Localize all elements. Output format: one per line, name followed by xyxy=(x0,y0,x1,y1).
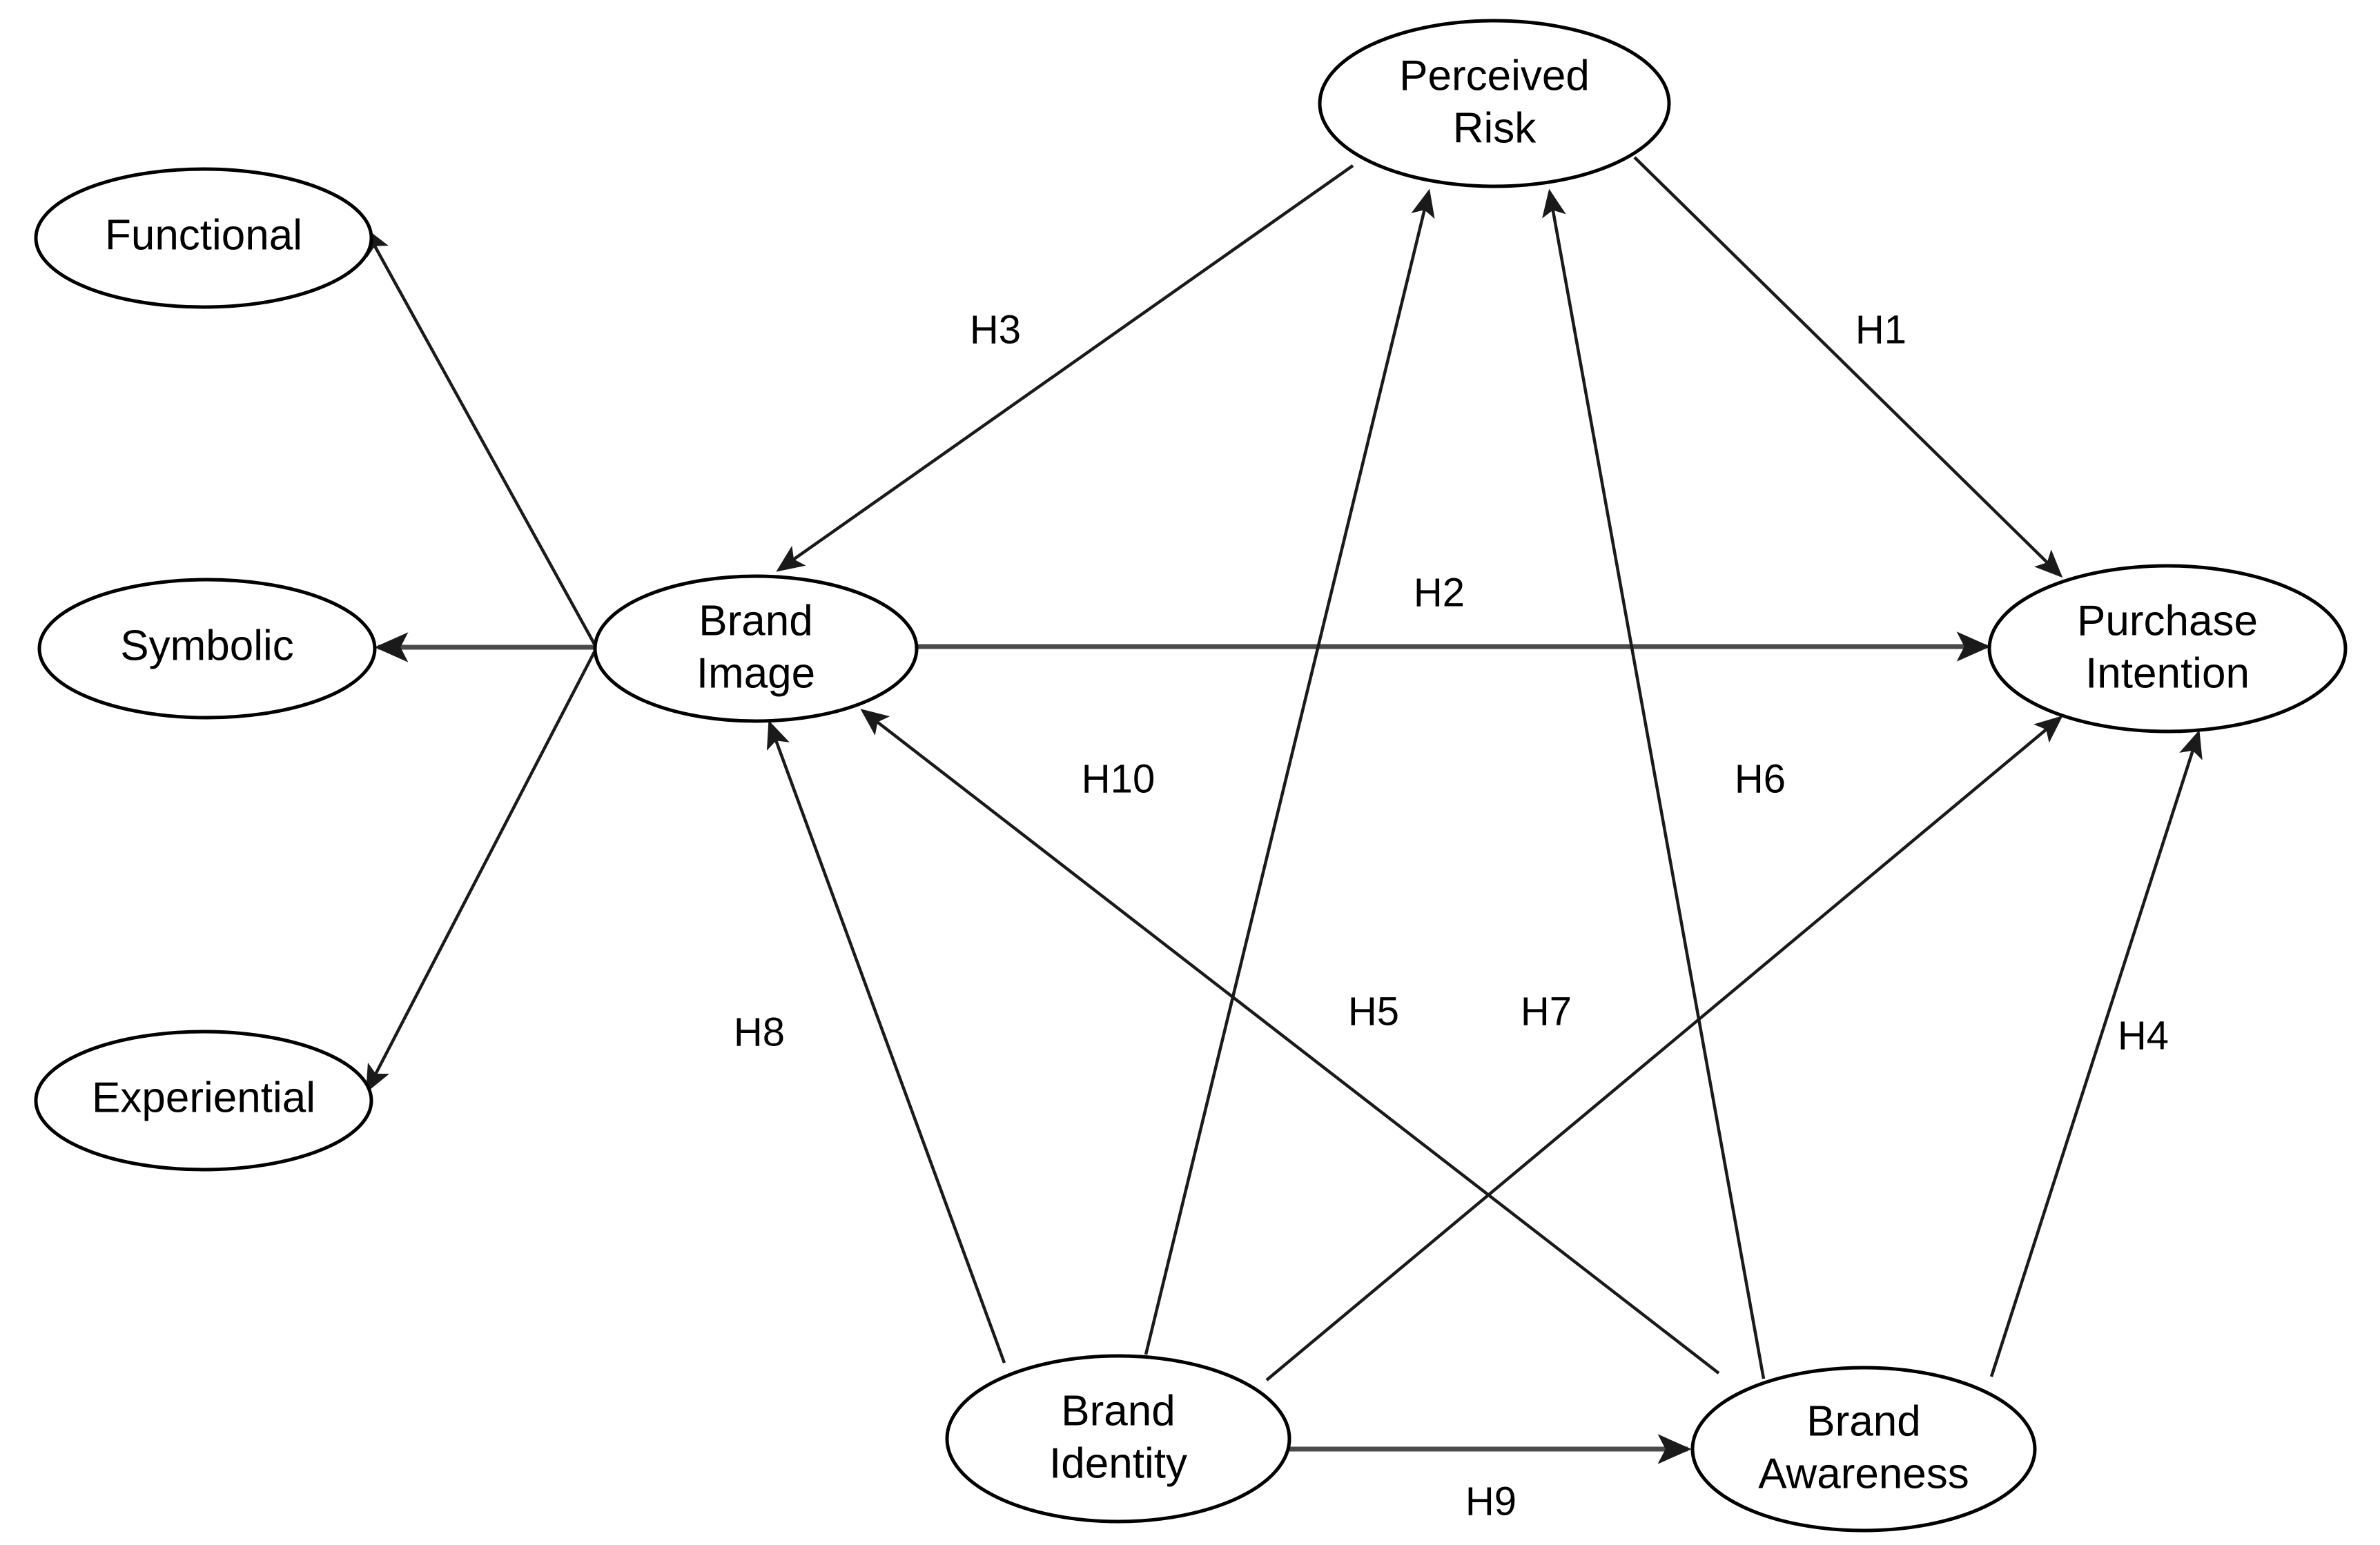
node-ellipse-functional xyxy=(34,167,373,309)
node-label-purchase-intention-line1: Purchase xyxy=(2077,597,2258,644)
e-identity-to-image xyxy=(766,720,1006,1364)
node-label-brand-awareness-line2: Awareness xyxy=(1758,1450,1969,1497)
hypothesis-label-h7: H7 xyxy=(1521,989,1572,1034)
node-ellipse-brand-identity xyxy=(945,1354,1291,1524)
node-ellipse-brand-awareness xyxy=(1690,1366,2037,1533)
e-image-to-functional xyxy=(364,227,596,647)
node-label-brand-awareness-line1: Brand xyxy=(1806,1397,1920,1445)
hypothesis-label-h6: H6 xyxy=(1735,756,1786,801)
e-awareness-to-purchase xyxy=(1989,729,2203,1377)
node-label-purchase-intention-line2: Intention xyxy=(2085,649,2250,697)
node-symbolic[interactable]: Symbolic xyxy=(37,578,377,720)
hypothesis-label-h8: H8 xyxy=(734,1010,785,1054)
node-label-brand-image-line1: Brand xyxy=(699,597,812,644)
node-functional[interactable]: Functional xyxy=(34,167,373,309)
e-risk-to-image xyxy=(776,164,1354,572)
model-nodes: FunctionalSymbolicExperientialBrandImage… xyxy=(34,19,2348,1533)
e-risk-to-purchase xyxy=(1633,156,2063,578)
node-ellipse-purchase-intention xyxy=(1987,564,2348,734)
hypothesis-label-h2: H2 xyxy=(1414,570,1465,615)
hypothesis-label-h1: H1 xyxy=(1855,307,1906,352)
node-label-functional: Functional xyxy=(105,211,302,259)
node-label-perceived-risk-line2: Risk xyxy=(1453,104,1537,152)
hypothesis-edges xyxy=(766,156,2203,1464)
node-ellipse-perceived-risk xyxy=(1318,19,1671,188)
e-awareness-to-image xyxy=(860,709,1720,1375)
hypothesis-label-h3: H3 xyxy=(970,307,1021,352)
hypothesis-label-h9: H9 xyxy=(1465,1479,1516,1524)
hypothesis-label-h10: H10 xyxy=(1082,756,1155,801)
node-label-brand-identity-line2: Identity xyxy=(1049,1439,1187,1487)
node-ellipse-brand-image xyxy=(593,574,919,723)
e-identity-to-risk xyxy=(1144,188,1435,1355)
e-image-to-experiential xyxy=(365,649,596,1093)
node-ellipse-experiential xyxy=(34,1030,373,1172)
e-awareness-to-risk xyxy=(1542,188,1766,1379)
node-label-perceived-risk-line1: Perceived xyxy=(1399,52,1590,99)
node-label-brand-identity-line1: Brand xyxy=(1061,1387,1175,1435)
node-label-experiential: Experiential xyxy=(92,1074,315,1121)
node-label-brand-image-line2: Image xyxy=(696,649,815,697)
node-label-symbolic: Symbolic xyxy=(120,622,294,669)
e-identity-to-purchase xyxy=(1265,716,2063,1381)
brand-image-dimension-edges xyxy=(364,227,596,1093)
node-experiential[interactable]: Experiential xyxy=(34,1030,373,1172)
hypothesis-label-h4: H4 xyxy=(2118,1013,2169,1058)
node-ellipse-symbolic xyxy=(37,578,377,720)
hypothesis-label-h5: H5 xyxy=(1348,989,1399,1034)
